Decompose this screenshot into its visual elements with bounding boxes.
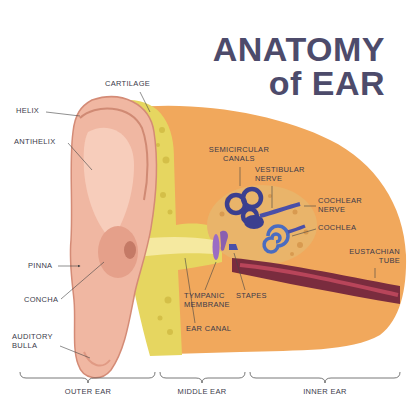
leader-lines-part: [240, 167, 241, 186]
part-label: SEMICIRCULAR CANALS: [205, 146, 273, 163]
cartilage-band-part: [156, 127, 173, 335]
temporal-bone-part: [207, 185, 317, 265]
part-label: EAR CANAL: [186, 325, 246, 334]
cartilage-band-part-part: [168, 210, 173, 215]
part-label: VESTIBULAR NERVE: [255, 166, 311, 183]
part-label: HELIX: [16, 107, 56, 116]
pinna-part: [98, 226, 138, 278]
section-label: INNER EAR: [285, 388, 365, 397]
pinna-part: [84, 352, 110, 366]
cartilage-band-part-part: [163, 157, 170, 164]
leader-lines-part: [304, 206, 316, 207]
temporal-bone-part-part: [297, 242, 303, 248]
leader-lines-part: [375, 268, 376, 278]
cartilage-band-part-part: [159, 127, 165, 133]
leader-lines-part: [205, 262, 216, 290]
temporal-bone-part: [220, 194, 309, 256]
temporal-bone-part-part: [220, 212, 225, 217]
inner-ear: [227, 189, 305, 252]
section-brackets: [20, 372, 400, 383]
eustachian-tube-part: [240, 265, 398, 295]
leader-lines-part: [58, 266, 80, 267]
part-label: AUDITORY BULLA: [12, 333, 60, 350]
middle-ear-parts-part: [213, 234, 220, 260]
leader-lines-part: [46, 112, 80, 116]
inner-ear-part: [288, 226, 305, 232]
leader-lines-part: [292, 229, 316, 236]
eustachian-tube: [232, 258, 400, 304]
part-label: EUSTACHIAN TUBE: [342, 248, 400, 265]
middle-ear-parts-part: [220, 231, 228, 251]
part-label: COCHLEAR NERVE: [318, 197, 368, 214]
part-label: CARTILAGE: [105, 80, 165, 89]
temporal-bone-part-part: [290, 252, 294, 256]
temporal-bone-part-part: [268, 194, 272, 198]
leader-lines-part: [60, 346, 90, 358]
leader-lines-part: [61, 262, 104, 299]
part-label: PINNA: [28, 262, 58, 271]
middle-ear-parts: [213, 231, 239, 260]
inner-ear-part: [243, 189, 261, 207]
leader-lines: [46, 92, 375, 358]
part-label: STAPES: [236, 292, 276, 301]
middle-ear-parts-part: [229, 244, 238, 250]
leader-lines-part: [234, 253, 245, 290]
temporal-bone: [207, 185, 317, 265]
cartilage-band-part-part: [165, 297, 172, 304]
pinna: [70, 97, 156, 378]
cartilage-band-part-part: [160, 192, 166, 198]
cartilage-band-part-part: [156, 143, 160, 147]
cartilage-band-part-part: [167, 329, 173, 335]
section-brackets-part: [20, 372, 155, 383]
pinna-part: [70, 97, 156, 378]
section-brackets-part: [160, 372, 245, 383]
diagram-title: ANATOMY of EAR: [190, 32, 385, 100]
part-label: ANTIHELIX: [14, 138, 70, 147]
leader-lines-part: [272, 186, 273, 208]
leader-lines-part: [140, 92, 150, 112]
temporal-bone-part-part: [293, 210, 298, 215]
section-label: MIDDLE EAR: [162, 388, 242, 397]
inner-ear-part: [260, 204, 300, 216]
pinna-part: [84, 128, 134, 240]
section-brackets-part: [250, 372, 400, 383]
pinna-part: [124, 241, 136, 259]
section-label: OUTER EAR: [48, 388, 128, 397]
leader-lines-part: [185, 258, 195, 323]
leader-lines-part: [68, 143, 92, 170]
part-label: TYMPANIC MEMBRANE: [184, 292, 234, 309]
inner-ear-part: [264, 226, 288, 252]
cartilage-band-part-part: [158, 316, 163, 321]
part-label: COCHLEA: [318, 224, 368, 233]
part-label: CONCHA: [24, 296, 64, 305]
eustachian-tube-part: [232, 258, 400, 304]
